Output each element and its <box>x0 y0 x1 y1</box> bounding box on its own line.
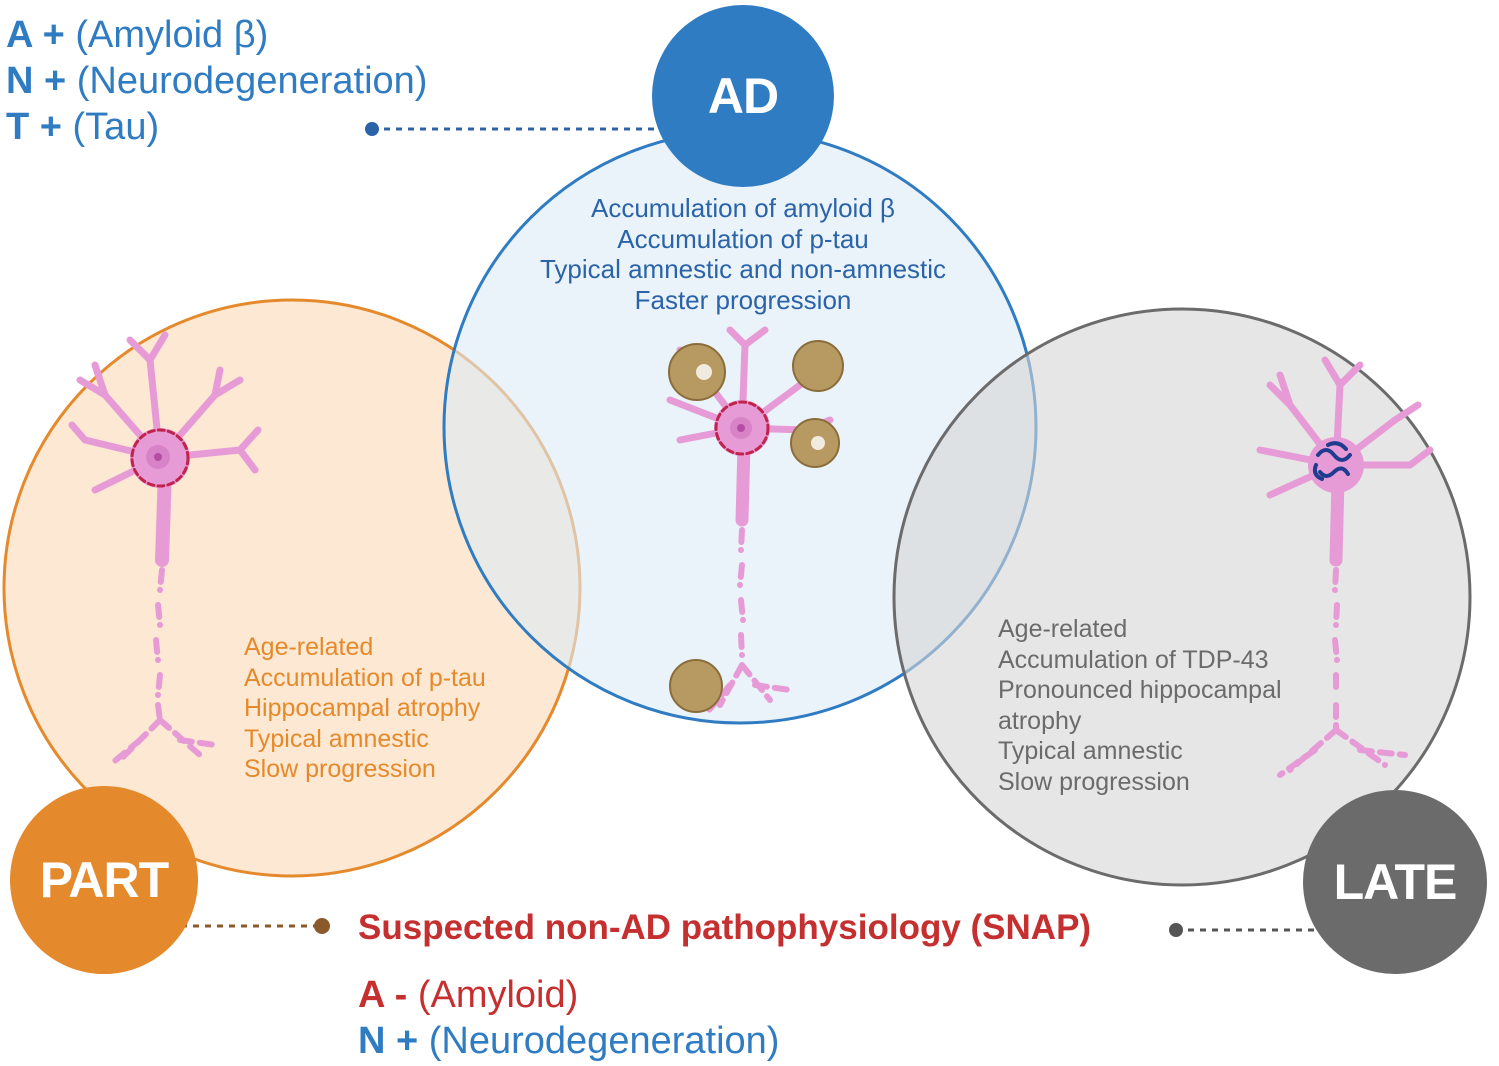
part-line: Accumulation of p-tau <box>244 663 486 692</box>
part-connector <box>133 918 330 934</box>
part-line: Hippocampal atrophy <box>244 694 481 722</box>
ad-line: Accumulation of p-tau <box>617 223 869 254</box>
late-line: Pronounced hippocampal <box>998 676 1282 705</box>
part-description: Age-related Accumulation of p-tau Hippoc… <box>244 632 544 785</box>
ad-description: Accumulation of amyloid β Accumulation o… <box>500 193 986 315</box>
part-line: Slow progression <box>244 755 436 783</box>
late-line: Typical amnestic <box>998 737 1183 766</box>
legend-row-neurodegeneration: N + (Neurodegeneration) <box>6 60 428 102</box>
late-badge: LATE <box>1303 790 1487 974</box>
snap-criterion-amyloid: A - (Amyloid) <box>358 974 579 1016</box>
late-line: Slow progression <box>998 767 1190 796</box>
late-neuron-illustration <box>1256 356 1434 778</box>
snap-criteria: A - (Amyloid) N + (Neurodegeneration) <box>358 972 779 1064</box>
ad-line: Accumulation of amyloid β <box>591 193 895 223</box>
ad-connector <box>365 122 706 136</box>
late-line: atrophy <box>998 706 1082 735</box>
part-line: Typical amnestic <box>244 724 429 753</box>
part-badge: PART <box>10 786 198 974</box>
ad-neuron-illustration <box>666 326 844 718</box>
legend-row-tau: T + (Tau) <box>6 106 160 148</box>
ad-line: Typical amnestic and non-amnestic <box>539 254 947 284</box>
snap-criterion-neurodegeneration: N + (Neurodegeneration) <box>358 1020 780 1062</box>
ad-line: Faster progression <box>634 284 852 315</box>
late-line: Accumulation of TDP-43 <box>998 645 1269 674</box>
ad-badge: AD <box>652 5 834 187</box>
late-line: Age-related <box>998 615 1128 643</box>
part-line: Age-related <box>244 633 374 661</box>
part-neuron-illustration <box>68 331 262 768</box>
late-description: Age-related Accumulation of TDP-43 Prono… <box>998 614 1328 798</box>
snap-title: Suspected non-AD pathophysiology (SNAP) <box>358 908 1092 947</box>
legend-row-amyloid: A + (Amyloid β) <box>6 14 269 56</box>
atn-legend: A + (Amyloid β) N + (Neurodegeneration) … <box>6 12 427 150</box>
